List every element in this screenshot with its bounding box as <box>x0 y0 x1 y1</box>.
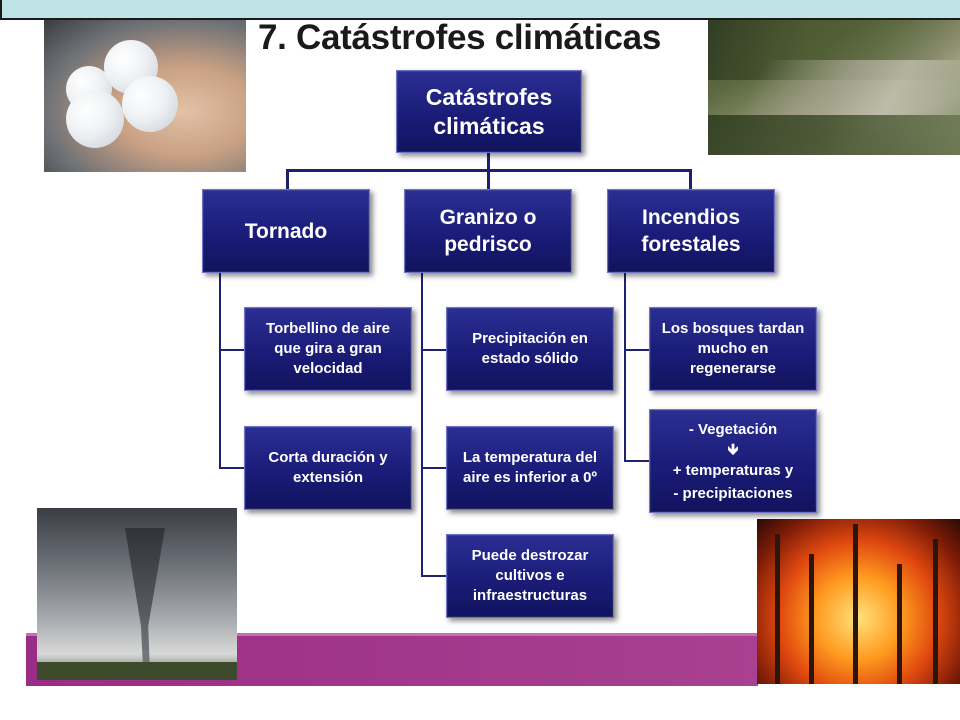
incendios-item1-line-2: mucho en <box>697 340 769 357</box>
granizo-item3-line-2: cultivos e <box>495 567 565 584</box>
tree-trunk-1 <box>775 534 780 684</box>
incendios-item2-line-2: + temperaturas y <box>672 461 794 479</box>
connector-granizo-item1 <box>421 349 447 351</box>
incendios-item2-line-1: - Vegetación <box>688 420 778 438</box>
tornado-item1-line-1: Torbellino de aire <box>266 320 390 337</box>
category-granizo-line-1: Granizo o <box>439 206 537 229</box>
tornado-item2-line-1: Corta duración y <box>268 449 388 466</box>
tree-trunk-2 <box>809 554 814 684</box>
granizo-item3-line-1: Puede destrozar <box>471 547 589 564</box>
connector-granizo-item3 <box>421 575 447 577</box>
granizo-item-precipitacion: Precipitación en estado sólido <box>446 307 614 391</box>
root-line-1: Catástrofes <box>425 83 553 110</box>
granizo-item-temperatura: La temperatura del aire es inferior a 0º <box>446 426 614 510</box>
tornado-item2-line-2: extensión <box>292 469 364 486</box>
granizo-item-destrozar: Puede destrozar cultivos e infraestructu… <box>446 534 614 618</box>
hailstone-3 <box>66 90 124 148</box>
connector-tornado-spine <box>219 272 221 468</box>
incendios-item-bosques: Los bosques tardan mucho en regenerarse <box>649 307 817 391</box>
incendios-item1-line-3: regenerarse <box>690 360 776 377</box>
connector-root-down <box>487 152 490 170</box>
tornado-item1-line-3: velocidad <box>293 360 363 377</box>
root-line-2: climáticas <box>433 112 545 139</box>
category-node-tornado: Tornado <box>202 189 370 273</box>
tornado-funnel <box>125 528 165 668</box>
category-incendios-line-2: forestales <box>641 233 741 256</box>
tornado-item1-line-2: que gira a gran <box>274 340 382 357</box>
connector-incendios-spine <box>624 272 626 462</box>
forest-photo <box>708 20 960 155</box>
tornado-ground <box>37 662 237 680</box>
category-tornado-label: Tornado <box>244 219 328 243</box>
slide-title: 7. Catástrofes climáticas <box>258 18 661 57</box>
decorative-band-highlight <box>26 633 758 637</box>
tornado-photo <box>37 508 237 680</box>
incendios-item1-line-1: Los bosques tardan <box>661 320 805 337</box>
tornado-item-torbellino: Torbellino de aire que gira a gran veloc… <box>244 307 412 391</box>
hail-photo <box>44 20 246 172</box>
incendios-item2-line-3: - precipitaciones <box>673 484 793 502</box>
connector-to-incendios <box>689 169 692 191</box>
tree-trunk-3 <box>853 524 858 684</box>
granizo-item2-line-1: La temperatura del <box>462 449 598 466</box>
down-arrow-icon: 🡻 <box>727 440 739 458</box>
connector-to-tornado <box>286 169 289 191</box>
granizo-item1-line-2: estado sólido <box>481 350 579 367</box>
category-incendios-line-1: Incendios <box>641 206 741 229</box>
granizo-item2-line-2: aire es inferior a 0º <box>463 469 597 486</box>
incendios-item-vegetacion: - Vegetación 🡻 + temperaturas y - precip… <box>649 409 817 513</box>
connector-to-granizo <box>487 169 490 191</box>
tornado-item-corta-duracion: Corta duración y extensión <box>244 426 412 510</box>
tree-trunk-5 <box>933 539 938 684</box>
category-node-incendios: Incendios forestales <box>607 189 775 273</box>
forest-foreground <box>708 115 960 155</box>
connector-granizo-spine <box>421 272 423 577</box>
connector-granizo-item2 <box>421 467 447 469</box>
granizo-item3-line-3: infraestructuras <box>472 587 588 604</box>
wildfire-photo <box>757 519 960 684</box>
hailstone-4 <box>122 76 178 132</box>
slide-top-bar <box>0 0 960 20</box>
category-node-granizo: Granizo o pedrisco <box>404 189 572 273</box>
connector-incendios-item2 <box>624 460 650 462</box>
slide-top-bar-edge <box>0 0 2 20</box>
category-granizo-line-2: pedrisco <box>444 233 532 256</box>
tree-trunk-4 <box>897 564 902 684</box>
root-node-catastrofes: Catástrofes climáticas <box>396 70 582 153</box>
connector-incendios-item1 <box>624 349 650 351</box>
granizo-item1-line-1: Precipitación en <box>472 330 588 347</box>
connector-tornado-item1 <box>219 349 245 351</box>
connector-tornado-item2 <box>219 467 245 469</box>
